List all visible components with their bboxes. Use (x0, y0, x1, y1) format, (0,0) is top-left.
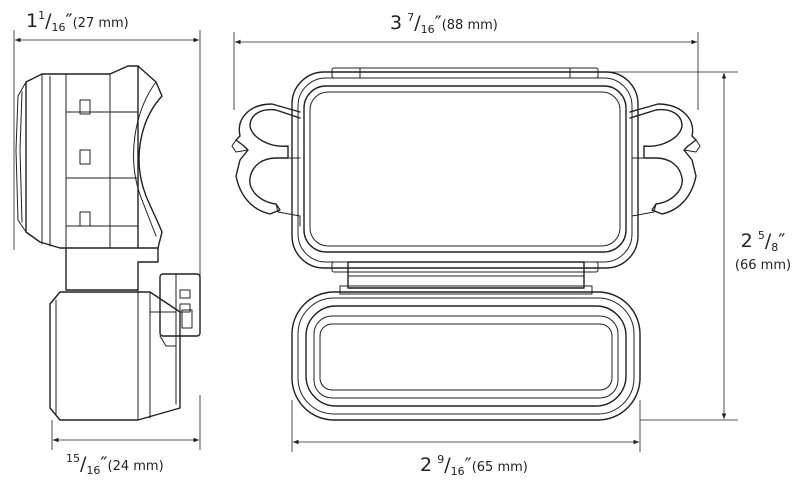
side-depth-numerator: 1 (38, 9, 46, 22)
side-view (13, 30, 201, 450)
front-height-whole: 2 (740, 230, 753, 252)
side-lamp-body (15, 65, 163, 249)
front-view (231, 32, 738, 452)
front-height-denominator: 8 (771, 241, 779, 254)
inch-mark: ″ (434, 12, 442, 34)
upper-lamp-housing (291, 67, 639, 273)
side-depth-label: 11/16″(27 mm) (26, 9, 129, 34)
side-base-fraction-slash: / (80, 453, 87, 475)
lens-width-whole: 2 (420, 454, 433, 476)
lens-width-mm: (65 mm) (471, 460, 528, 475)
side-lower-housing (49, 291, 193, 421)
mounting-bar (339, 261, 593, 295)
front-width-fraction-slash: / (414, 12, 421, 34)
front-height-fraction-slash: / (764, 230, 772, 252)
lower-lens (291, 291, 641, 421)
side-depth-whole: 1 (26, 10, 39, 32)
front-width-whole: 3 (390, 12, 403, 34)
side-base-denominator: 16 (86, 464, 101, 477)
inch-mark: ″ (100, 453, 108, 475)
side-depth-mm: (27 mm) (72, 16, 129, 31)
front-height-mm: (66 mm) (734, 258, 792, 273)
front-width-label: 3 7/16″(88 mm) (390, 11, 498, 36)
lens-width-numerator: 9 (437, 453, 445, 466)
lens-width-fraction-slash: / (444, 454, 451, 476)
front-width-denominator: 16 (420, 23, 435, 36)
front-width-mm: (88 mm) (441, 18, 498, 33)
left-wire-clips (231, 103, 301, 227)
side-base-label: 15/16″(24 mm) (66, 452, 164, 477)
lens-width-denominator: 16 (450, 465, 465, 478)
side-base-numerator: 15 (66, 452, 80, 465)
lens-width-label: 2 9/16″(65 mm) (420, 453, 528, 478)
inch-mark: ″ (778, 230, 786, 252)
side-base-mm: (24 mm) (107, 459, 164, 474)
front-width-numerator: 7 (407, 11, 415, 24)
inch-mark: ″ (65, 10, 73, 32)
side-depth-denominator: 16 (51, 21, 66, 34)
front-height-fraction: 2 5/8″ (726, 229, 800, 254)
side-depth-fraction-slash: / (45, 10, 52, 32)
front-height-numerator: 5 (757, 229, 765, 242)
inch-mark: ″ (464, 454, 472, 476)
right-wire-clips (629, 103, 701, 227)
front-height-label: 2 5/8″ (66 mm) (726, 229, 800, 273)
